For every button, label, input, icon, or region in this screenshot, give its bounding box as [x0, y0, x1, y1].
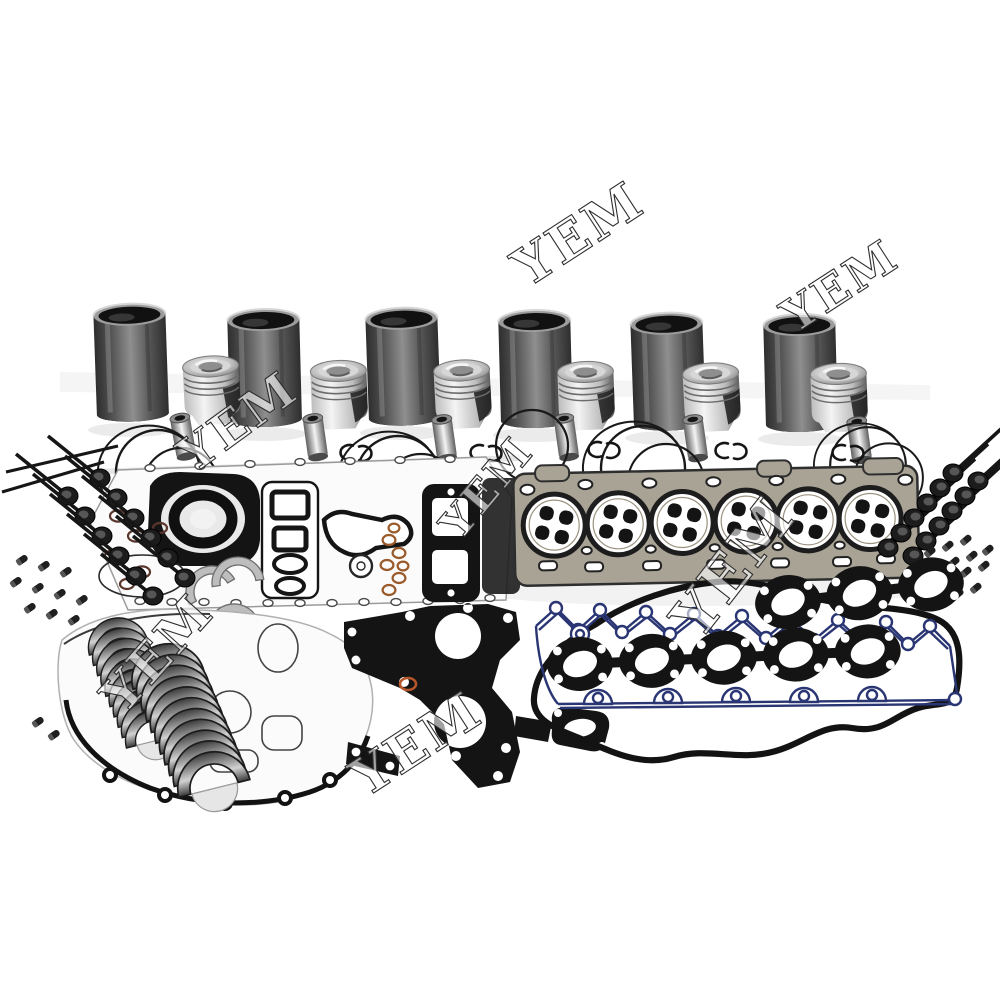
- orange-o-ring: [398, 676, 418, 692]
- rear-main-seal: [148, 472, 260, 566]
- egr-gasket: [422, 484, 480, 602]
- valve-cluster-left: [1, 434, 197, 607]
- turbo-gasket: [260, 480, 320, 600]
- valve-cover-gasket-blue: [534, 600, 963, 710]
- dark-gasket-edge: [482, 478, 520, 594]
- bearing-shell-stack-2: [123, 635, 251, 813]
- manifold-gasket-row-upper: [751, 553, 967, 633]
- manifold-gasket-row-lower: [545, 623, 902, 693]
- small-ring: [348, 553, 374, 579]
- copper-o-rings: [379, 522, 410, 597]
